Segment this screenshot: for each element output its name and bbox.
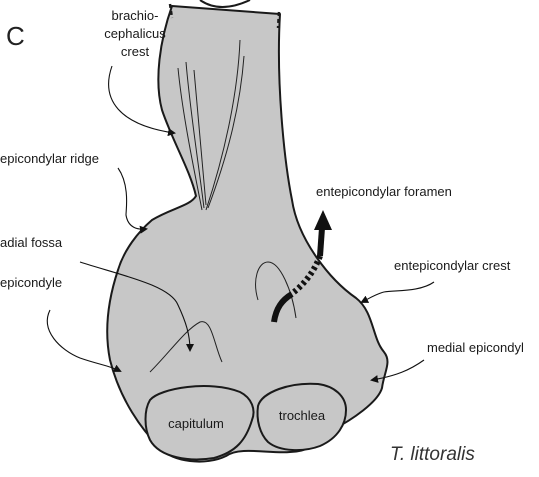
panel-letter: C bbox=[6, 21, 25, 51]
foramen-arrow-shaft bbox=[320, 228, 322, 256]
label-entepicondylar-foramen: entepicondylar foramen bbox=[316, 184, 452, 199]
label-trochlea: trochlea bbox=[279, 408, 326, 423]
label-brachiocephalicus-1: brachio- bbox=[112, 8, 159, 23]
label-brachiocephalicus-3: crest bbox=[121, 44, 150, 59]
foramen-arrow-head bbox=[314, 210, 332, 230]
label-radial-fossa: adial fossa bbox=[0, 235, 63, 250]
label-brachiocephalicus-2: cephalicus bbox=[104, 26, 166, 41]
label-capitulum: capitulum bbox=[168, 416, 224, 431]
leader-epicondylar-ridge bbox=[118, 168, 146, 229]
label-lateral-epicondyle: epicondyle bbox=[0, 275, 62, 290]
humerus-outline bbox=[107, 6, 387, 462]
label-entepicondylar-crest: entepicondylar crest bbox=[394, 258, 511, 273]
adjacent-bone-remnant bbox=[200, 0, 250, 7]
taxon-name: T. littoralis bbox=[390, 444, 475, 465]
label-epicondylar-ridge: epicondylar ridge bbox=[0, 151, 99, 166]
leader-entepicondylar-crest bbox=[362, 282, 434, 302]
label-medial-epicondyle: medial epicondyl bbox=[427, 340, 524, 355]
